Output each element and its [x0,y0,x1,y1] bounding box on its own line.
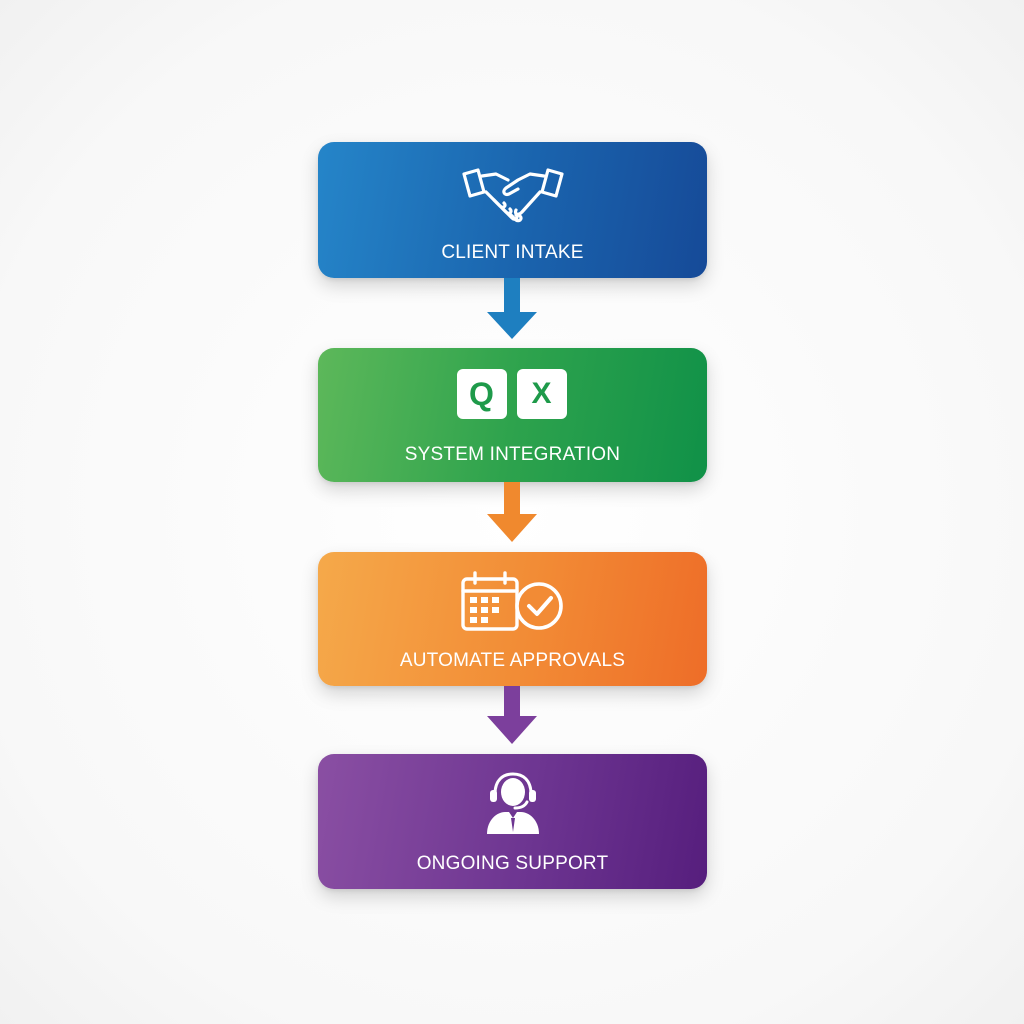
x-app-icon: X [516,369,567,419]
arrow-down-connector [487,278,537,339]
step-ongoing-support: ONGOING SUPPORT [318,754,707,889]
arrow-down-connector [487,482,537,542]
step-label: SYSTEM INTEGRATION [404,444,621,465]
step-label: AUTOMATE APPROVALS [399,650,626,671]
q-app-icon: Q [456,369,507,419]
step-client-intake: CLIENT INTAKE [318,142,707,278]
step-system-integration: Q X SYSTEM INTEGRATION [318,348,707,482]
step-label: ONGOING SUPPORT [416,853,609,874]
qx-app-icons: Q X [456,369,569,419]
arrow-down-connector [487,686,537,744]
calendar-check-icon [460,571,563,631]
step-automate-approvals: AUTOMATE APPROVALS [318,552,707,686]
support-agent-icon [486,772,539,834]
step-label: CLIENT INTAKE [441,242,584,263]
handshake-icon [461,168,564,223]
